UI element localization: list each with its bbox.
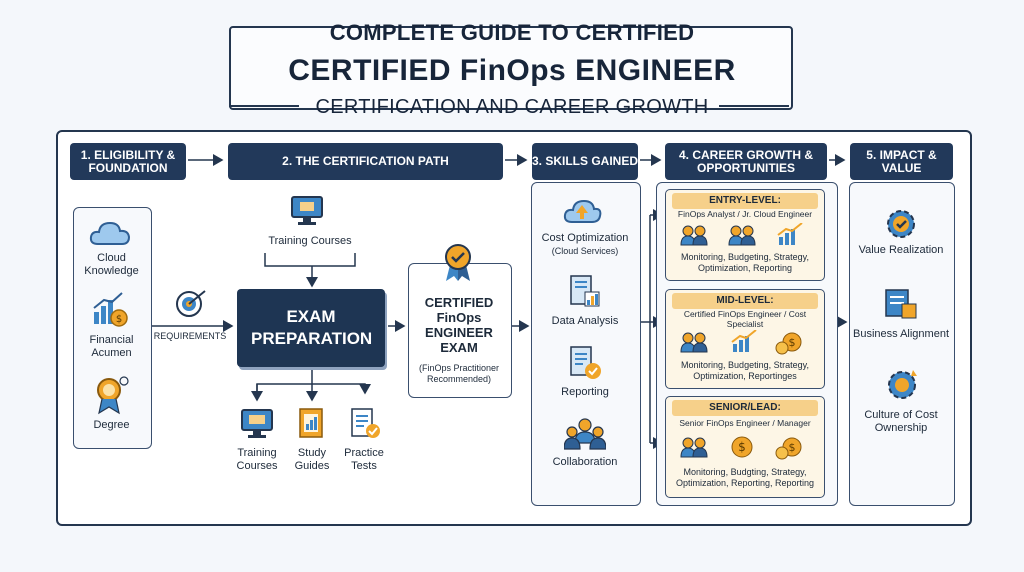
entry-level-icons xyxy=(680,223,803,246)
title-divider-right xyxy=(719,105,789,107)
mid-level-title: MID-LEVEL: xyxy=(672,293,818,309)
certified-exam-title: CERTIFIED FinOps ENGINEER EXAM xyxy=(424,295,494,355)
title-line-2: CERTIFIED FinOps ENGINEER xyxy=(288,54,736,87)
team-icon xyxy=(680,332,708,353)
entry-level-role: FinOps Analyst / Jr. Cloud Engineer xyxy=(677,209,813,219)
svg-text:$: $ xyxy=(789,336,796,349)
skill-data-analysis: Data Analysis xyxy=(551,315,619,327)
title-frame xyxy=(229,26,793,110)
skill-collaboration: Collaboration xyxy=(552,456,618,468)
senior-level-icons: $ $ xyxy=(680,436,802,460)
title-divider-left xyxy=(229,105,299,107)
career-level-entry: ENTRY-LEVEL: FinOps Analyst / Jr. Cloud … xyxy=(665,189,825,281)
skill-cost-optimization-sub: (Cloud Services) xyxy=(551,246,619,256)
svg-text:$: $ xyxy=(789,441,796,454)
mid-level-duties: Monitoring, Budgeting, Strategy, Optimiz… xyxy=(681,360,809,381)
svg-text:$: $ xyxy=(116,314,122,325)
top-training-label: Training Courses xyxy=(268,235,352,247)
entry-level-duties: Monitoring, Budgeting, Strategy, Optimiz… xyxy=(681,252,809,273)
monitor-icon xyxy=(291,196,323,225)
study-guide-icon xyxy=(299,408,323,438)
senior-level-role: Senior FinOps Engineer / Manager xyxy=(679,418,811,428)
eligibility-item-cloud: Cloud Knowledge xyxy=(84,252,139,277)
title-line-3: CERTIFICATION AND CAREER GROWTH xyxy=(315,96,709,118)
coins-icon: $ xyxy=(775,332,802,355)
header-eligibility: 1. ELIGIBILITY & FOUNDATION xyxy=(70,143,186,180)
eligibility-item-degree: Degree xyxy=(93,419,130,431)
degree-badge-icon xyxy=(97,376,129,415)
growth-chart-icon xyxy=(731,330,757,352)
reporting-icon xyxy=(570,346,601,379)
certified-exam-box xyxy=(408,263,512,398)
svg-text:$: $ xyxy=(738,440,746,454)
skill-cost-optimization: Cost Optimization xyxy=(541,232,629,244)
practice-tests-label: Practice Tests xyxy=(344,447,384,472)
header-skills: 3. SKILLS GAINED xyxy=(532,143,638,180)
senior-level-title: SENIOR/LEAD: xyxy=(672,400,818,416)
team-icon xyxy=(728,225,756,246)
entry-level-title: ENTRY-LEVEL: xyxy=(672,193,818,209)
certified-exam-note: (FinOps Practitioner Recommended) xyxy=(418,363,500,384)
collaboration-icon xyxy=(564,418,606,450)
career-level-senior: SENIOR/LEAD: Senior FinOps Engineer / Ma… xyxy=(665,396,825,498)
mid-level-icons: $ xyxy=(680,330,802,355)
skills-panel xyxy=(531,182,641,506)
cloud-upload-icon xyxy=(563,199,602,223)
impact-culture-ownership: Culture of Cost Ownership xyxy=(864,409,938,434)
value-gear-icon xyxy=(887,210,915,238)
exam-preparation-block: EXAM PREPARATION xyxy=(237,289,385,367)
certificate-ribbon-icon xyxy=(445,244,471,281)
requirements-label: REQUIREMENTS xyxy=(153,331,227,341)
financial-chart-icon: $ xyxy=(93,292,128,327)
training-monitor-icon xyxy=(241,409,273,438)
header-certification-path: 2. THE CERTIFICATION PATH xyxy=(228,143,503,180)
bottom-training-label: Training Courses xyxy=(236,447,278,472)
culture-gear-icon xyxy=(888,370,917,399)
business-alignment-icon xyxy=(885,289,917,319)
header-career: 4. CAREER GROWTH & OPPORTUNITIES xyxy=(665,143,827,180)
growth-chart-icon xyxy=(777,223,803,245)
career-level-mid: MID-LEVEL: Certified FinOps Engineer / C… xyxy=(665,289,825,389)
cloud-icon xyxy=(89,221,131,245)
title-line-1: COMPLETE GUIDE TO CERTIFIED xyxy=(329,20,695,45)
skill-reporting: Reporting xyxy=(561,386,609,398)
header-impact: 5. IMPACT & VALUE xyxy=(850,143,953,180)
eligibility-item-financial: Financial Acumen xyxy=(89,334,134,359)
senior-level-duties: Monitoring, Budgting, Strategy, Optimiza… xyxy=(675,467,815,488)
impact-value-realization: Value Realization xyxy=(858,244,944,256)
mid-level-role: Certified FinOps Engineer / Cost Special… xyxy=(683,309,807,329)
practice-test-icon xyxy=(351,408,380,438)
coin-icon: $ xyxy=(731,436,753,458)
team-icon xyxy=(680,225,708,246)
data-analysis-icon xyxy=(570,275,600,307)
study-guides-label: Study Guides xyxy=(294,447,330,472)
impact-business-alignment: Business Alignment xyxy=(853,328,949,340)
coins-icon: $ xyxy=(775,437,802,460)
team-icon xyxy=(680,437,708,458)
target-icon xyxy=(176,290,206,317)
exam-preparation-label: EXAM PREPARATION xyxy=(251,307,373,348)
